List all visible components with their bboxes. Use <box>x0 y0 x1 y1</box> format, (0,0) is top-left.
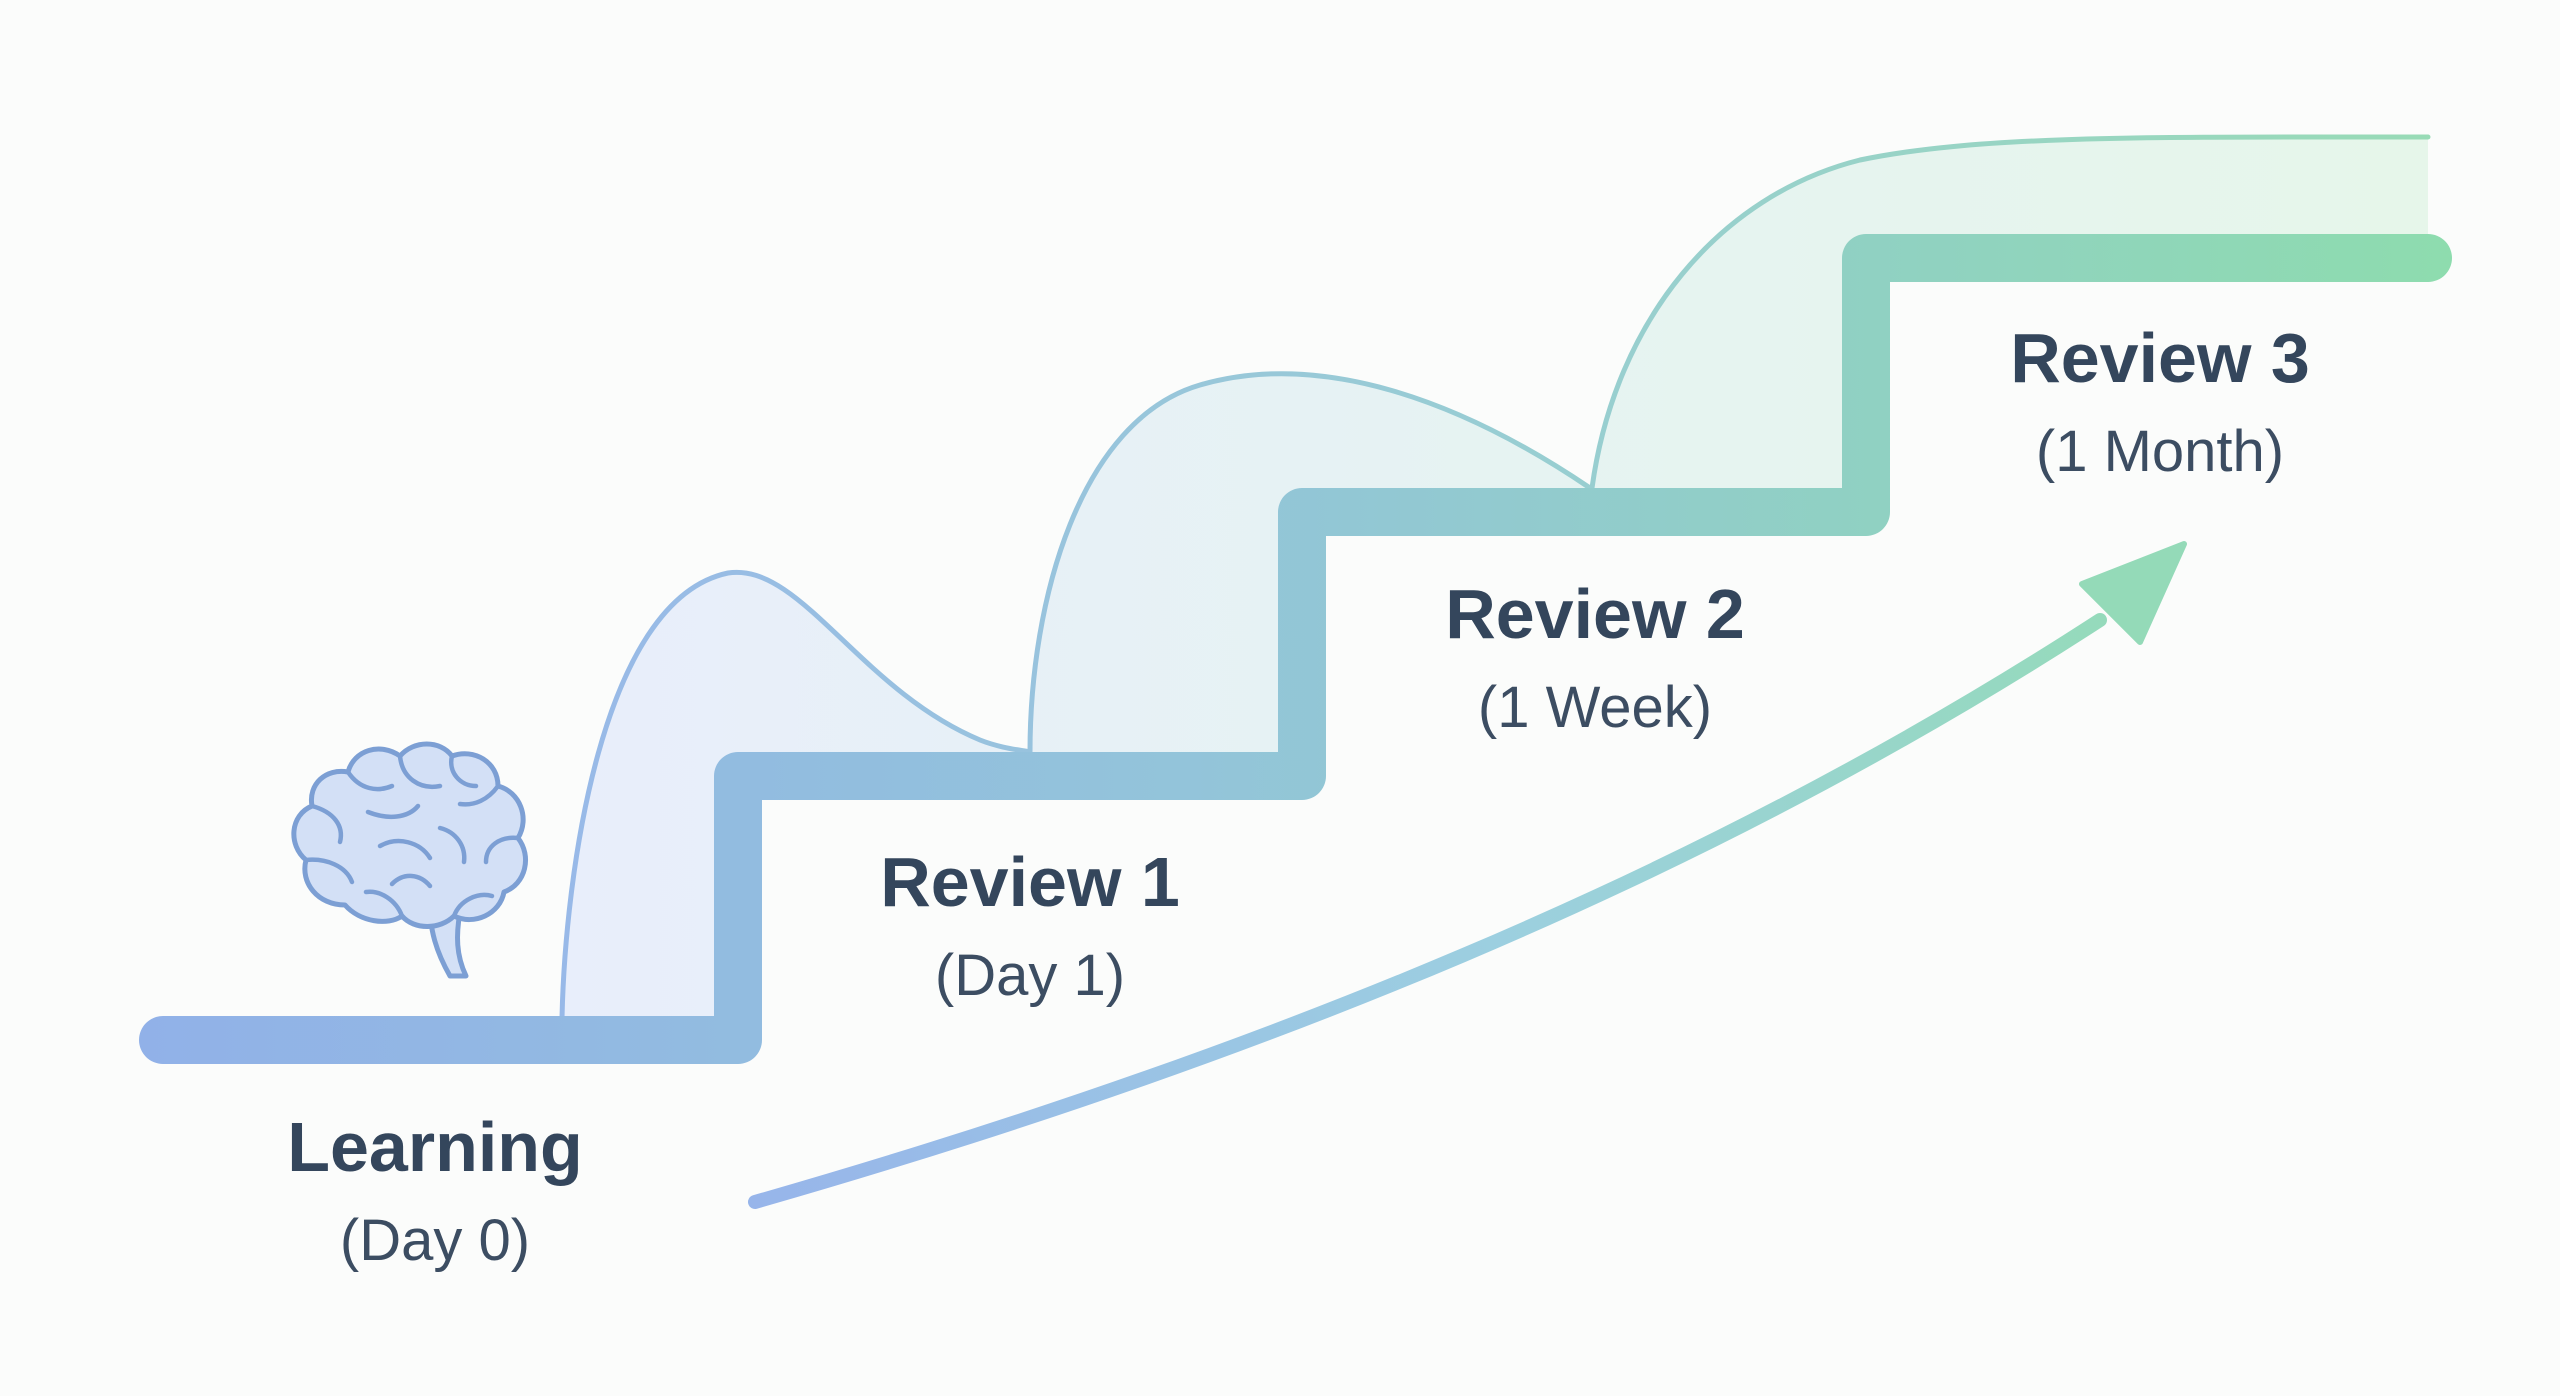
upward-arrow-icon <box>748 541 2187 1209</box>
retention-curve-3 <box>1592 136 2428 488</box>
stage-review-2-title: Review 2 <box>1445 575 1745 653</box>
stage-learning-title: Learning <box>287 1108 583 1186</box>
stage-review-1: Review 1 (Day 1) <box>880 843 1180 1008</box>
stage-learning-subtitle: (Day 0) <box>340 1208 530 1273</box>
stage-review-3-subtitle: (1 Month) <box>2036 419 2284 484</box>
stage-review-2-subtitle: (1 Week) <box>1478 675 1712 740</box>
retention-curves <box>559 134 2431 1021</box>
retention-curve-2 <box>1030 373 1590 752</box>
stage-review-3-title: Review 3 <box>2010 319 2310 397</box>
stage-review-1-title: Review 1 <box>880 843 1180 921</box>
stage-review-3: Review 3 (1 Month) <box>2010 319 2310 484</box>
stage-review-1-subtitle: (Day 1) <box>935 943 1125 1008</box>
retention-curve-1 <box>562 572 1030 1018</box>
staircase-steps <box>139 234 2452 1064</box>
stage-review-2: Review 2 (1 Week) <box>1445 575 1745 740</box>
stage-learning: Learning (Day 0) <box>287 1108 583 1273</box>
brain-icon <box>291 741 528 979</box>
